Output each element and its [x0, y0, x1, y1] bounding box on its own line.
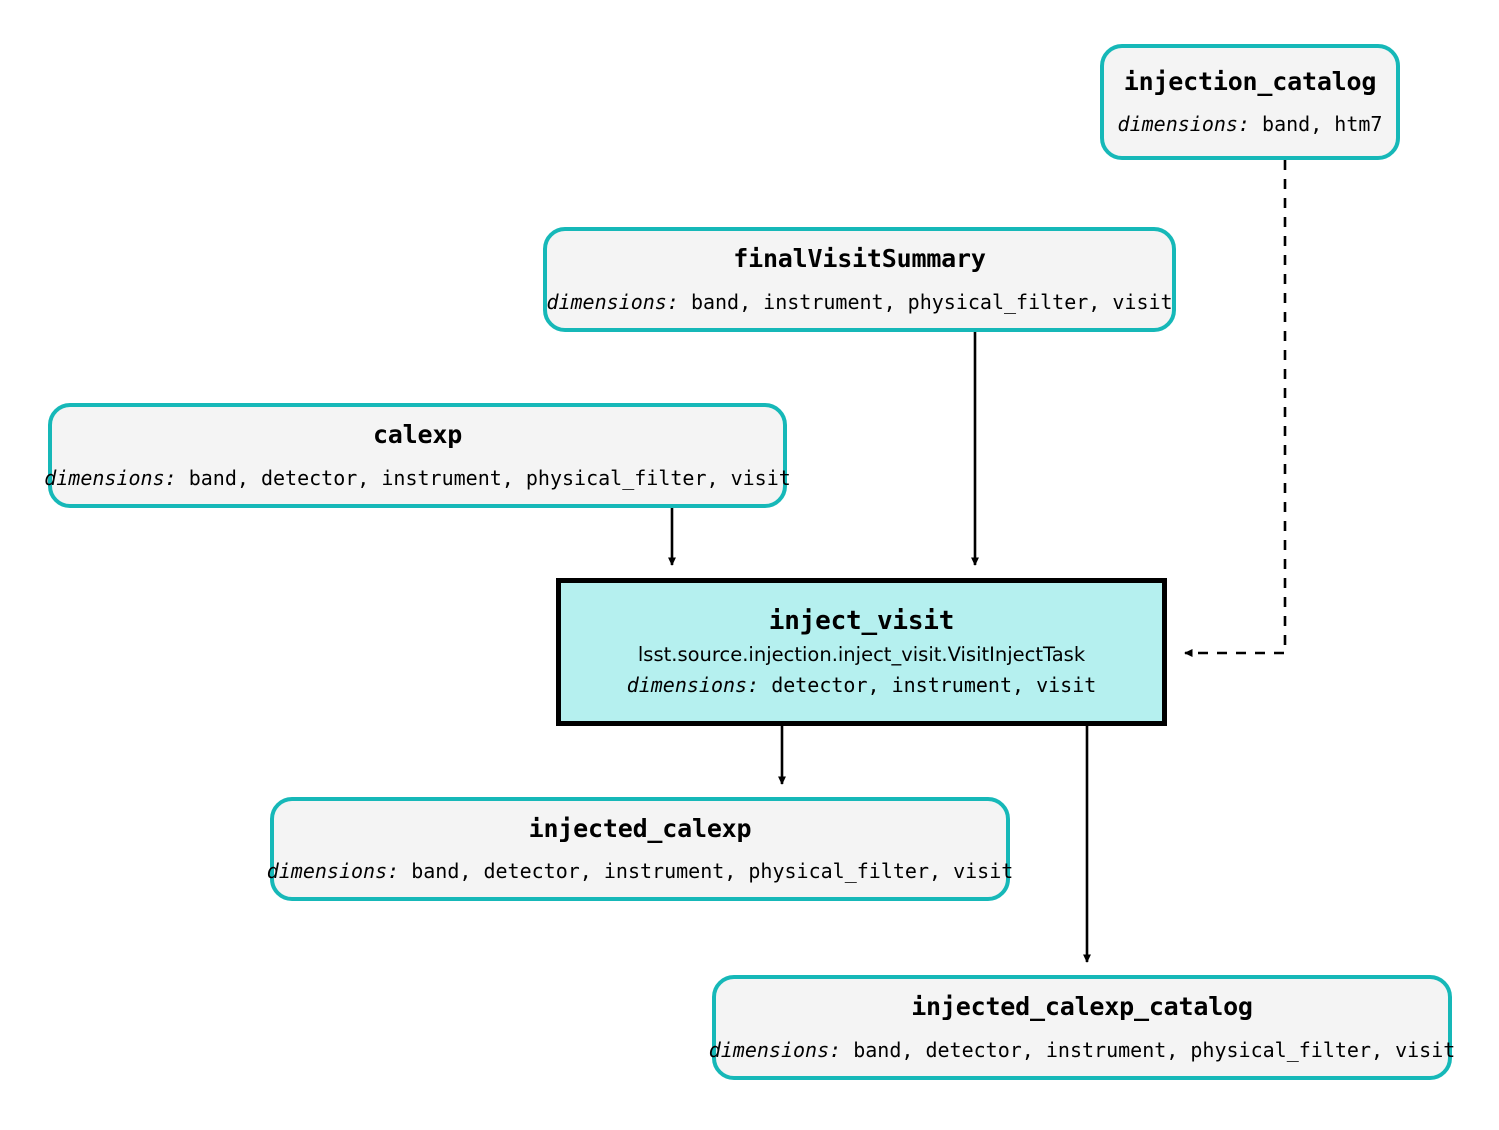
- edge-injection_catalog-to-inject_visit: [1184, 160, 1287, 657]
- dimensions-label: dimensions:: [546, 289, 679, 314]
- node-dimensions: dimensions: detector, instrument, visit: [627, 673, 1097, 697]
- node-dimensions: dimensions: band, detector, instrument, …: [267, 859, 1014, 883]
- node-injection_catalog[interactable]: injection_catalog dimensions: band, htm7: [1100, 44, 1400, 160]
- dimensions-value: detector, instrument, visit: [771, 672, 1097, 697]
- dimensions-value: band, detector, instrument, physical_fil…: [411, 859, 1014, 884]
- node-title: injected_calexp_catalog: [911, 992, 1253, 1022]
- dimensions-value: band, instrument, physical_filter, visit: [690, 289, 1173, 314]
- node-dimensions: dimensions: band, detector, instrument, …: [709, 1038, 1456, 1062]
- dimensions-value: band, detector, instrument, physical_fil…: [853, 1037, 1456, 1062]
- dimensions-value: band, detector, instrument, physical_fil…: [188, 465, 791, 490]
- node-dimensions: dimensions: band, detector, instrument, …: [44, 466, 791, 490]
- node-class-path: lsst.source.injection.inject_visit.Visit…: [637, 643, 1086, 667]
- node-title: injected_calexp: [528, 813, 752, 843]
- dimensions-label: dimensions:: [44, 465, 177, 490]
- node-dimensions: dimensions: band, instrument, physical_f…: [546, 290, 1172, 314]
- dimensions-value: band, htm7: [1262, 112, 1383, 137]
- node-title: inject_visit: [768, 606, 955, 637]
- node-calexp[interactable]: calexp dimensions: band, detector, instru…: [44, 403, 791, 508]
- dimensions-label: dimensions:: [266, 859, 400, 884]
- node-title: calexp: [372, 420, 463, 450]
- dimensions-label: dimensions:: [1117, 112, 1250, 137]
- dimensions-label: dimensions:: [708, 1037, 842, 1062]
- node-finalVisitSummary[interactable]: finalVisitSummary dimensions: band, instr…: [543, 227, 1176, 332]
- node-title: injection_catalog: [1123, 66, 1377, 96]
- dimensions-label: dimensions:: [626, 672, 760, 697]
- node-injected_calexp[interactable]: injected_calexp dimensions: band, detecto…: [267, 797, 1013, 901]
- node-injected_calexp_catalog[interactable]: injected_calexp_catalog dimensions: band,…: [709, 975, 1455, 1080]
- node-inject_visit[interactable]: inject_visit lsst.source.injection.inject…: [556, 578, 1167, 726]
- node-dimensions: dimensions: band, htm7: [1118, 112, 1383, 136]
- node-title: finalVisitSummary: [733, 244, 986, 274]
